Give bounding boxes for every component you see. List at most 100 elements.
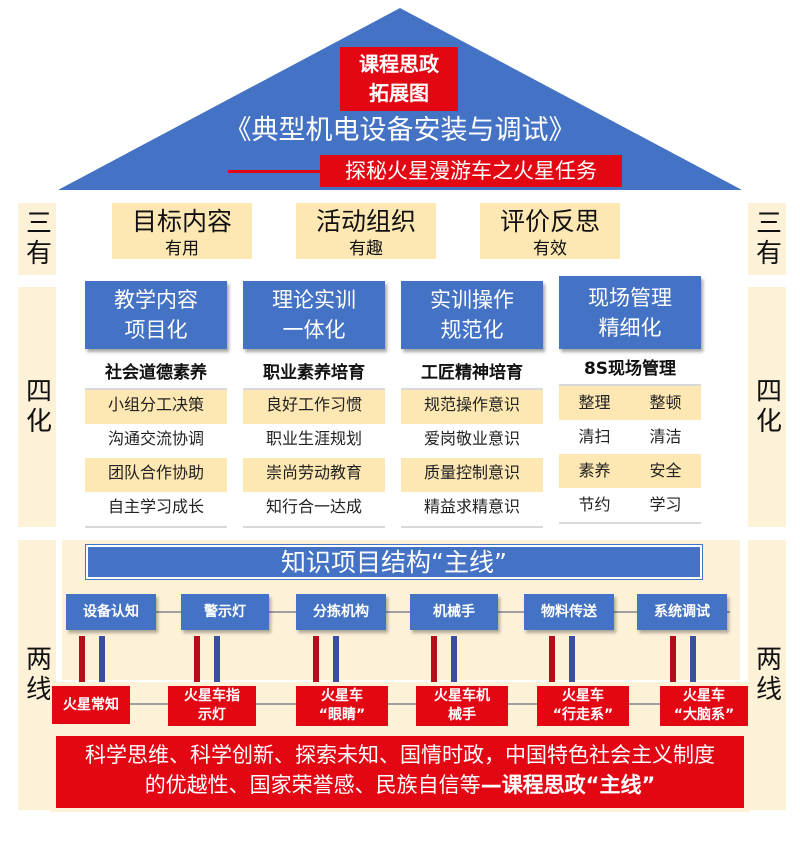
mgmt-item: 学习: [649, 495, 682, 514]
left-side-sihua: 四化: [18, 287, 56, 527]
column-item: 精益求精意识: [401, 492, 543, 528]
node-text: 火星车机: [434, 688, 490, 704]
ideology-node-mars-knowledge: 火星常知: [52, 686, 130, 724]
badge-line-2: 拓展图: [369, 81, 429, 105]
column-list-teaching-content: 社会道德素养 小组分工决策 沟通交流协调 团队合作协助 自主学习成长: [85, 358, 227, 528]
subtitle-rule: [228, 170, 320, 173]
ideology-node-rover-arm: 火星车机 械手: [416, 686, 508, 726]
connector-red: [194, 636, 200, 682]
mgmt-item: 整理: [578, 393, 611, 412]
column-head-line-1: 现场管理: [588, 285, 672, 310]
connector-red: [670, 636, 676, 682]
ideology-connector: [60, 703, 740, 705]
column-head-line-1: 实训操作: [430, 288, 514, 312]
connector-blue: [569, 636, 575, 682]
connector-red: [313, 636, 319, 682]
column-head-line-2: 精细化: [598, 315, 662, 340]
column-item: 良好工作习惯: [243, 390, 385, 424]
ideology-node-rover-indicator: 火星车指 示灯: [168, 686, 256, 726]
goal-main: 评价反思: [499, 207, 600, 236]
ideology-node-rover-mobility: 火星车 “行走系”: [537, 686, 629, 726]
node-text: 火星车指: [184, 688, 240, 704]
mgmt-item: 安全: [649, 461, 682, 480]
column-item: 爱岗敬业意识: [423, 429, 520, 448]
column-head-line-2: 规范化: [440, 318, 504, 342]
column-head-line-2: 一体化: [282, 318, 346, 342]
connector-blue: [690, 636, 696, 682]
connector-blue: [333, 636, 339, 682]
column-heading: 社会道德素养: [85, 358, 227, 390]
column-item: 小组分工决策: [85, 390, 227, 424]
mgmt-item: 节约: [578, 495, 611, 514]
mgmt-row: 整理 整顿: [559, 386, 701, 420]
knowledge-node-device-recognition: 设备认知: [66, 594, 156, 630]
connector-red: [549, 636, 555, 682]
mgmt-row: 素养 安全: [559, 454, 701, 488]
badge-line-1: 课程思政: [359, 52, 439, 76]
statement-line-2-text: 的优越性、国家荣誉感、民族自信等: [144, 773, 481, 797]
knowledge-node-warning-light: 警示灯: [181, 594, 269, 630]
column-list-training-operation: 工匠精神培育 规范操作意识 爱岗敬业意识 质量控制意识 精益求精意识: [401, 358, 543, 528]
statement-line-1: 科学思维、科学创新、探索未知、国情时政，中国特色社会主义制度: [85, 743, 715, 767]
column-list-site-management: 8S现场管理 整理 整顿 清扫 清洁 素养 安全 节约 学习: [559, 354, 701, 524]
column-head-line-1: 理论实训: [272, 288, 356, 312]
column-head-teaching-content: 教学内容 项目化: [85, 281, 227, 349]
goal-sub: 有用: [165, 239, 199, 259]
column-item: 自主学习成长: [85, 492, 227, 528]
connector-blue: [451, 636, 457, 682]
ideology-mainline-statement: 科学思维、科学创新、探索未知、国情时政，中国特色社会主义制度 的优越性、国家荣誉…: [56, 736, 744, 808]
statement-line-2: 的优越性、国家荣誉感、民族自信等—课程思政“主线”: [56, 770, 744, 800]
goal-card-activity: 活动组织 有趣: [296, 203, 436, 259]
column-item: 崇尚劳动教育: [243, 458, 385, 492]
connector-red: [79, 636, 85, 682]
mgmt-item: 素养: [578, 461, 611, 480]
connector-blue: [214, 636, 220, 682]
right-side-sanyou: 三有: [748, 203, 786, 275]
column-heading: 8S现场管理: [559, 354, 701, 386]
knowledge-mainline-bar: 知识项目结构“主线”: [86, 545, 702, 579]
course-subtitle: 探秘火星漫游车之火星任务: [320, 155, 622, 187]
column-item: 质量控制意识: [401, 458, 543, 492]
statement-line-2-bold: —课程思政“主线”: [480, 773, 656, 797]
mgmt-item: 整顿: [649, 393, 682, 412]
column-head-line-1: 教学内容: [114, 288, 198, 312]
node-text: 火星车: [683, 688, 725, 704]
node-text: 火星常知: [63, 696, 119, 713]
column-head-line-2: 项目化: [124, 318, 188, 342]
column-item: 知行合一达成: [243, 492, 385, 528]
mgmt-row: 清扫 清洁: [559, 420, 701, 454]
ideology-node-rover-brain: 火星车 “大脑系”: [660, 686, 748, 726]
right-side-sihua: 四化: [748, 287, 786, 527]
column-item: 沟通交流协调: [107, 429, 204, 448]
knowledge-node-system-debug: 系统调试: [637, 594, 727, 630]
node-text: 示灯: [198, 707, 226, 723]
node-text: 火星车: [321, 688, 363, 704]
node-text: “眼睛”: [318, 707, 366, 723]
mgmt-item: 清扫: [578, 427, 611, 446]
mgmt-item: 清洁: [649, 427, 682, 446]
mgmt-row: 节约 学习: [559, 488, 701, 524]
column-head-site-management: 现场管理 精细化: [559, 276, 701, 349]
knowledge-node-material-transfer: 物料传送: [524, 594, 614, 630]
left-side-liangxian: 两线: [18, 540, 56, 810]
goal-main: 目标内容: [131, 207, 232, 236]
column-list-theory-practice: 职业素养培育 良好工作习惯 职业生涯规划 崇尚劳动教育 知行合一达成: [243, 358, 385, 528]
connector-blue: [99, 636, 105, 682]
node-text: 火星车: [562, 688, 604, 704]
knowledge-node-sorting: 分拣机构: [296, 594, 386, 630]
node-text: “行走系”: [552, 707, 614, 723]
goal-card-content: 目标内容 有用: [112, 203, 252, 259]
goal-sub: 有效: [533, 239, 567, 259]
ideology-node-rover-eyes: 火星车 “眼睛”: [296, 686, 388, 726]
column-item: 规范操作意识: [401, 390, 543, 424]
knowledge-node-manipulator: 机械手: [410, 594, 498, 630]
connector-red: [431, 636, 437, 682]
column-item: 团队合作协助: [85, 458, 227, 492]
knowledge-connector: [70, 611, 730, 613]
left-side-sanyou: 三有: [18, 203, 56, 275]
node-text: 械手: [448, 707, 476, 723]
column-heading: 工匠精神培育: [401, 358, 543, 390]
goal-main: 活动组织: [315, 207, 416, 236]
column-head-theory-practice: 理论实训 一体化: [243, 281, 385, 349]
column-item: 职业生涯规划: [265, 429, 362, 448]
